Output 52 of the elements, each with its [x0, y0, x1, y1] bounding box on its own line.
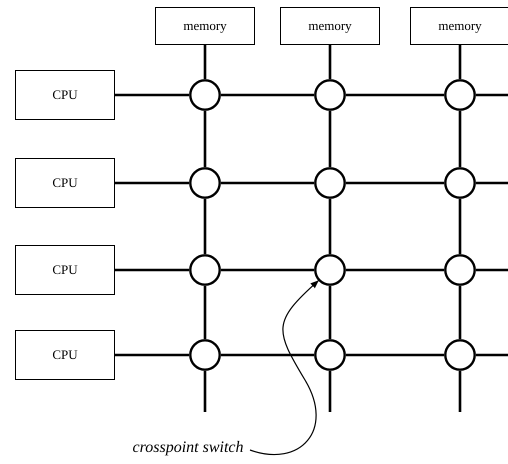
bus-line [115, 354, 189, 356]
bus-line [328, 286, 332, 339]
bus-line [204, 45, 206, 79]
bus-line [346, 354, 444, 356]
bus-line [328, 45, 332, 79]
crosspoint-circle [189, 79, 221, 111]
unit-box: memory [155, 7, 255, 45]
crosspoint-circle [444, 254, 476, 286]
bus-line [346, 94, 444, 96]
bus-line [115, 268, 189, 272]
bus-line [346, 182, 444, 184]
crosspoint-circle [314, 254, 346, 286]
crosspoint-circle [314, 167, 346, 199]
bus-line [221, 182, 314, 184]
unit-box: CPU [15, 70, 115, 120]
crosspoint-circle [189, 339, 221, 371]
crosspoint-circle [189, 167, 221, 199]
bus-line [458, 45, 462, 79]
bus-line [115, 182, 189, 184]
unit-box: CPU [15, 158, 115, 208]
bus-line [458, 111, 462, 167]
bus-line [204, 286, 206, 339]
bus-line [204, 371, 206, 412]
bus-line [476, 354, 508, 356]
bus-line [221, 268, 314, 272]
crosspoint-circle [444, 79, 476, 111]
bus-line [115, 94, 189, 96]
crosspoint-circle [189, 254, 221, 286]
bus-line [458, 286, 462, 339]
bus-line [221, 94, 314, 96]
unit-box: memory [410, 7, 508, 45]
bus-line [458, 371, 462, 412]
bus-line [328, 371, 332, 412]
bus-line [476, 268, 508, 272]
bus-line [328, 111, 332, 167]
bus-line [221, 354, 314, 356]
bus-line [204, 111, 206, 167]
unit-box: CPU [15, 245, 115, 295]
crosspoint-circle [314, 339, 346, 371]
crosspoint-circle [444, 167, 476, 199]
bus-line [328, 199, 332, 254]
bus-line [458, 199, 462, 254]
callout-text: crosspoint switch [128, 437, 248, 459]
crosspoint-circle [314, 79, 346, 111]
crosspoint-circle [444, 339, 476, 371]
bus-line [346, 268, 444, 272]
unit-box: memory [280, 7, 380, 45]
bus-line [476, 182, 508, 184]
unit-box: CPU [15, 330, 115, 380]
bus-line [204, 199, 206, 254]
bus-line [476, 94, 508, 96]
leader-arrow [250, 280, 319, 456]
